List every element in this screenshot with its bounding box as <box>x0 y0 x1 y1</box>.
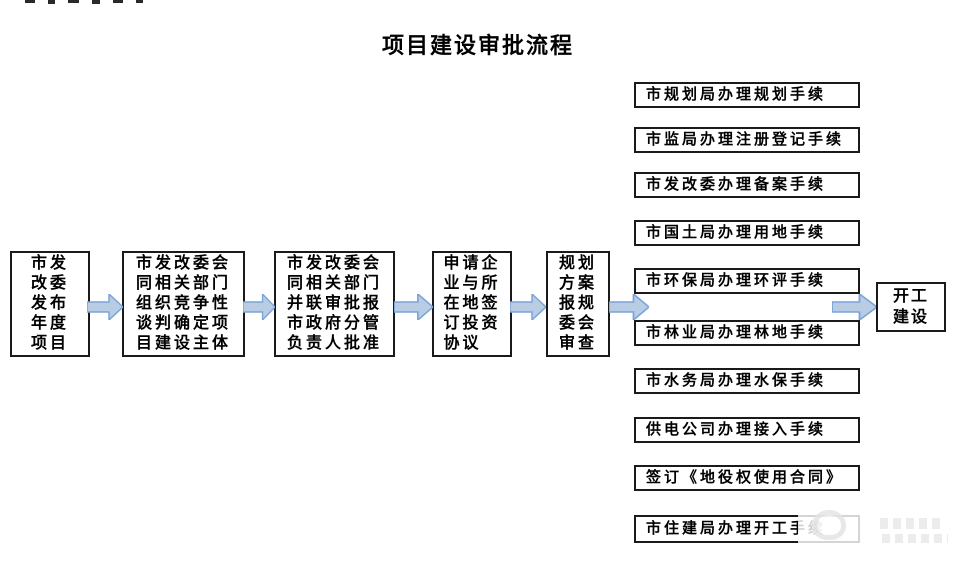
right-arrow-icon <box>243 294 275 320</box>
right-arrow-icon <box>394 294 433 320</box>
watermark <box>798 506 954 552</box>
watermark-text-row <box>882 534 948 543</box>
right-arrow-icon <box>832 294 877 320</box>
final-box-start-construction: 开工 建设 <box>876 282 946 332</box>
watermark-logo-icon <box>812 510 846 540</box>
stack-box-power-company: 供电公司办理接入手续 <box>634 417 860 443</box>
flow-box-plan-review: 规划 方案 报规 委会 审查 <box>546 251 610 357</box>
right-arrow-icon <box>510 294 546 320</box>
stack-box-forestry: 市林业局办理林地手续 <box>634 320 860 346</box>
right-arrow-icon <box>87 294 123 320</box>
diagram-title: 项目建设审批流程 <box>381 33 574 58</box>
stack-box-ndrc-filing: 市发改委办理备案手续 <box>634 172 860 198</box>
stack-box-environment: 市环保局办理环评手续 <box>634 268 860 294</box>
clipped-text-fragments <box>25 0 143 4</box>
right-arrow-icon <box>609 294 649 320</box>
flow-box-negotiation: 市发改委会 同相关部门 组织竞争性 谈判确定项 目建设主体 <box>122 251 245 357</box>
stack-box-water-affairs: 市水务局办理水保手续 <box>634 368 860 394</box>
stack-box-easement-contract: 签订《地役权使用合同》 <box>634 465 860 491</box>
stack-box-planning-bureau: 市规划局办理规划手续 <box>634 82 860 108</box>
watermark-text-row <box>880 518 942 529</box>
stack-box-land-bureau: 市国土局办理用地手续 <box>634 220 860 246</box>
stack-box-market-regulation: 市监局办理注册登记手续 <box>634 127 860 153</box>
flow-box-ndrc-publish: 市发 改委 发布 年度 项目 <box>10 251 90 357</box>
flow-box-invest-agreement: 申请企 业与所 在地签 订投资 协议 <box>432 251 512 357</box>
flow-box-joint-approval: 市发改委会 同相关部门 并联审批报 市政府分管 负责人批准 <box>274 251 395 357</box>
